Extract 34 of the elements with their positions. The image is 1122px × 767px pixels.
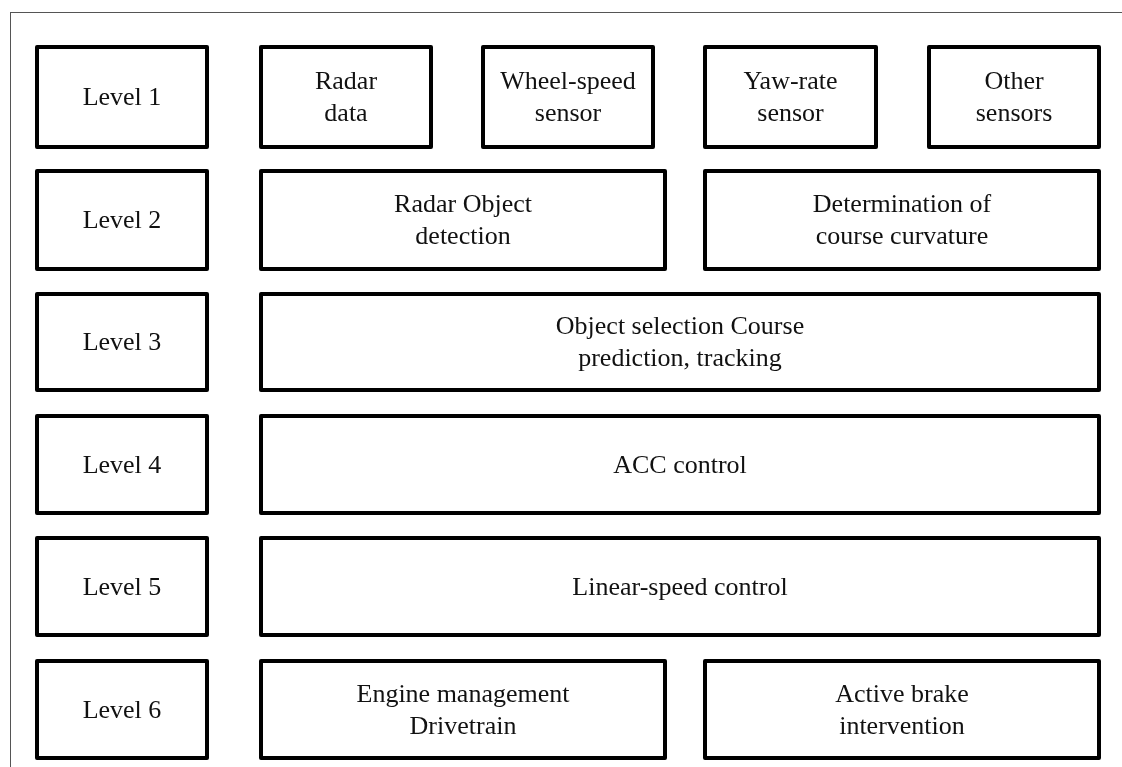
level-box (35, 536, 209, 637)
box-label: Engine management Drivetrain (355, 677, 571, 742)
box-label: Other sensors (974, 65, 1054, 129)
box-label: Radar Object detection (393, 188, 533, 252)
box-label: Level 5 (82, 570, 162, 603)
box-label: Level 4 (82, 448, 162, 481)
process-box (259, 536, 1101, 637)
box-label: Level 1 (82, 81, 162, 113)
process-box (703, 45, 878, 149)
process-box (703, 659, 1101, 760)
process-box (259, 659, 667, 760)
process-box (703, 169, 1101, 271)
box-label: Level 3 (82, 326, 162, 358)
box-label: Yaw-rate sensor (742, 65, 839, 129)
level-box (35, 414, 209, 515)
box-label: Level 6 (82, 693, 162, 726)
box-label: Wheel-speed sensor (499, 65, 637, 129)
process-box (259, 292, 1101, 392)
box-label: Active brake intervention (834, 677, 970, 742)
level-box (35, 45, 209, 149)
box-label: Linear-speed control (572, 570, 788, 603)
level-box (35, 169, 209, 271)
process-box (259, 45, 433, 149)
level-box (35, 292, 209, 392)
box-label: Object selection Course prediction, tracking (554, 310, 806, 374)
process-box (259, 414, 1101, 515)
box-label: Radar data (313, 65, 379, 129)
level-box (35, 659, 209, 760)
process-box (927, 45, 1101, 149)
box-label: Determination of course curvature (811, 188, 993, 252)
box-label: ACC control (613, 448, 747, 481)
process-box (481, 45, 655, 149)
box-label: Level 2 (82, 204, 162, 236)
process-box (259, 169, 667, 271)
